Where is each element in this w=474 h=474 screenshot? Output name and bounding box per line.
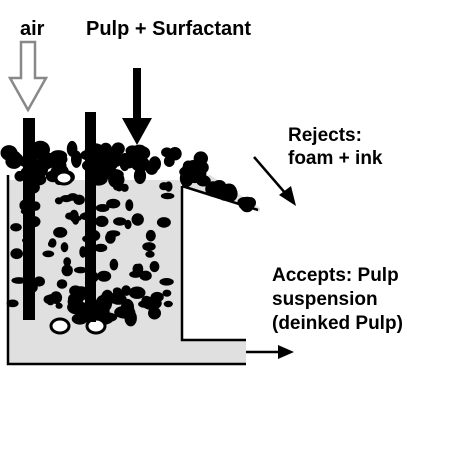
bubble bbox=[53, 227, 68, 238]
accepts-arrow-icon bbox=[246, 345, 294, 359]
bubble bbox=[107, 151, 122, 163]
bubble bbox=[119, 153, 131, 172]
pulp-surfactant-label: Pulp + Surfactant bbox=[86, 18, 252, 40]
bubble bbox=[95, 215, 109, 227]
bubble bbox=[163, 300, 173, 308]
bubble bbox=[109, 258, 119, 271]
bubble bbox=[142, 242, 156, 252]
rejects-arrow-icon bbox=[253, 156, 296, 206]
bubble bbox=[159, 278, 174, 286]
bubble bbox=[121, 285, 131, 296]
bubble bbox=[10, 248, 23, 260]
air-label: air bbox=[20, 18, 45, 40]
bubble bbox=[67, 295, 82, 309]
air-tube-2 bbox=[85, 112, 96, 322]
bubble bbox=[97, 270, 112, 282]
bubble bbox=[114, 305, 136, 319]
bubble bbox=[160, 192, 175, 200]
air-arrow-icon bbox=[7, 40, 49, 113]
bubble bbox=[11, 277, 27, 284]
accepts-line-3: (deinked Pulp) bbox=[272, 313, 403, 334]
bubble bbox=[63, 257, 72, 267]
bubble bbox=[131, 147, 149, 159]
bubble bbox=[149, 261, 160, 273]
bubble bbox=[69, 215, 82, 222]
bubble bbox=[156, 217, 171, 228]
accepts-line-2: suspension bbox=[272, 289, 378, 310]
bubble bbox=[125, 199, 134, 212]
bubble bbox=[47, 240, 56, 248]
accepts-label: Accepts: Pulp suspension (deinked Pulp) bbox=[272, 264, 403, 336]
bubble bbox=[54, 170, 74, 186]
bubble bbox=[113, 217, 127, 226]
rejects-line-2: foam + ink bbox=[288, 148, 383, 169]
bubble bbox=[100, 289, 114, 307]
bubble bbox=[6, 299, 19, 308]
bubble bbox=[183, 165, 198, 179]
bubble bbox=[61, 264, 73, 277]
bubble bbox=[131, 213, 144, 226]
bubble bbox=[71, 313, 89, 325]
bubble bbox=[74, 266, 88, 274]
bubble bbox=[96, 149, 111, 163]
bubble bbox=[73, 194, 85, 205]
bubble bbox=[56, 279, 68, 289]
bubble bbox=[150, 291, 164, 303]
bubble bbox=[139, 270, 152, 281]
bubble bbox=[42, 250, 55, 258]
bubble bbox=[112, 290, 125, 302]
bubble bbox=[106, 198, 121, 209]
bubble bbox=[218, 188, 230, 201]
bubble bbox=[114, 181, 124, 192]
bubble bbox=[49, 317, 71, 335]
bubble bbox=[10, 223, 22, 232]
bubble bbox=[239, 196, 255, 213]
bubble bbox=[94, 243, 108, 253]
rejects-line-1: Rejects: bbox=[288, 125, 362, 146]
bubble bbox=[54, 197, 63, 205]
rejects-label: Rejects: foam + ink bbox=[288, 124, 383, 170]
tank-inner-wall bbox=[180, 186, 246, 342]
pulp-feed-arrow-icon bbox=[122, 68, 152, 145]
bubble bbox=[66, 140, 78, 157]
bubble bbox=[129, 270, 142, 278]
bubble bbox=[7, 150, 22, 169]
air-tube-1 bbox=[23, 118, 35, 320]
bubble bbox=[148, 306, 161, 320]
bubble bbox=[133, 167, 147, 185]
bubble bbox=[106, 230, 121, 237]
tank-wall bbox=[6, 175, 246, 366]
bubble bbox=[60, 242, 69, 253]
bubble bbox=[164, 181, 173, 192]
bubble bbox=[128, 286, 146, 299]
bubble bbox=[50, 291, 63, 304]
bubble bbox=[145, 229, 156, 242]
bubble bbox=[60, 195, 73, 203]
bubble bbox=[145, 250, 155, 258]
accepts-line-1: Accepts: Pulp bbox=[272, 265, 399, 286]
bubble bbox=[95, 204, 110, 212]
bubble bbox=[148, 156, 161, 172]
bubble bbox=[163, 155, 175, 167]
bubble bbox=[55, 302, 63, 309]
bubble bbox=[162, 289, 172, 297]
